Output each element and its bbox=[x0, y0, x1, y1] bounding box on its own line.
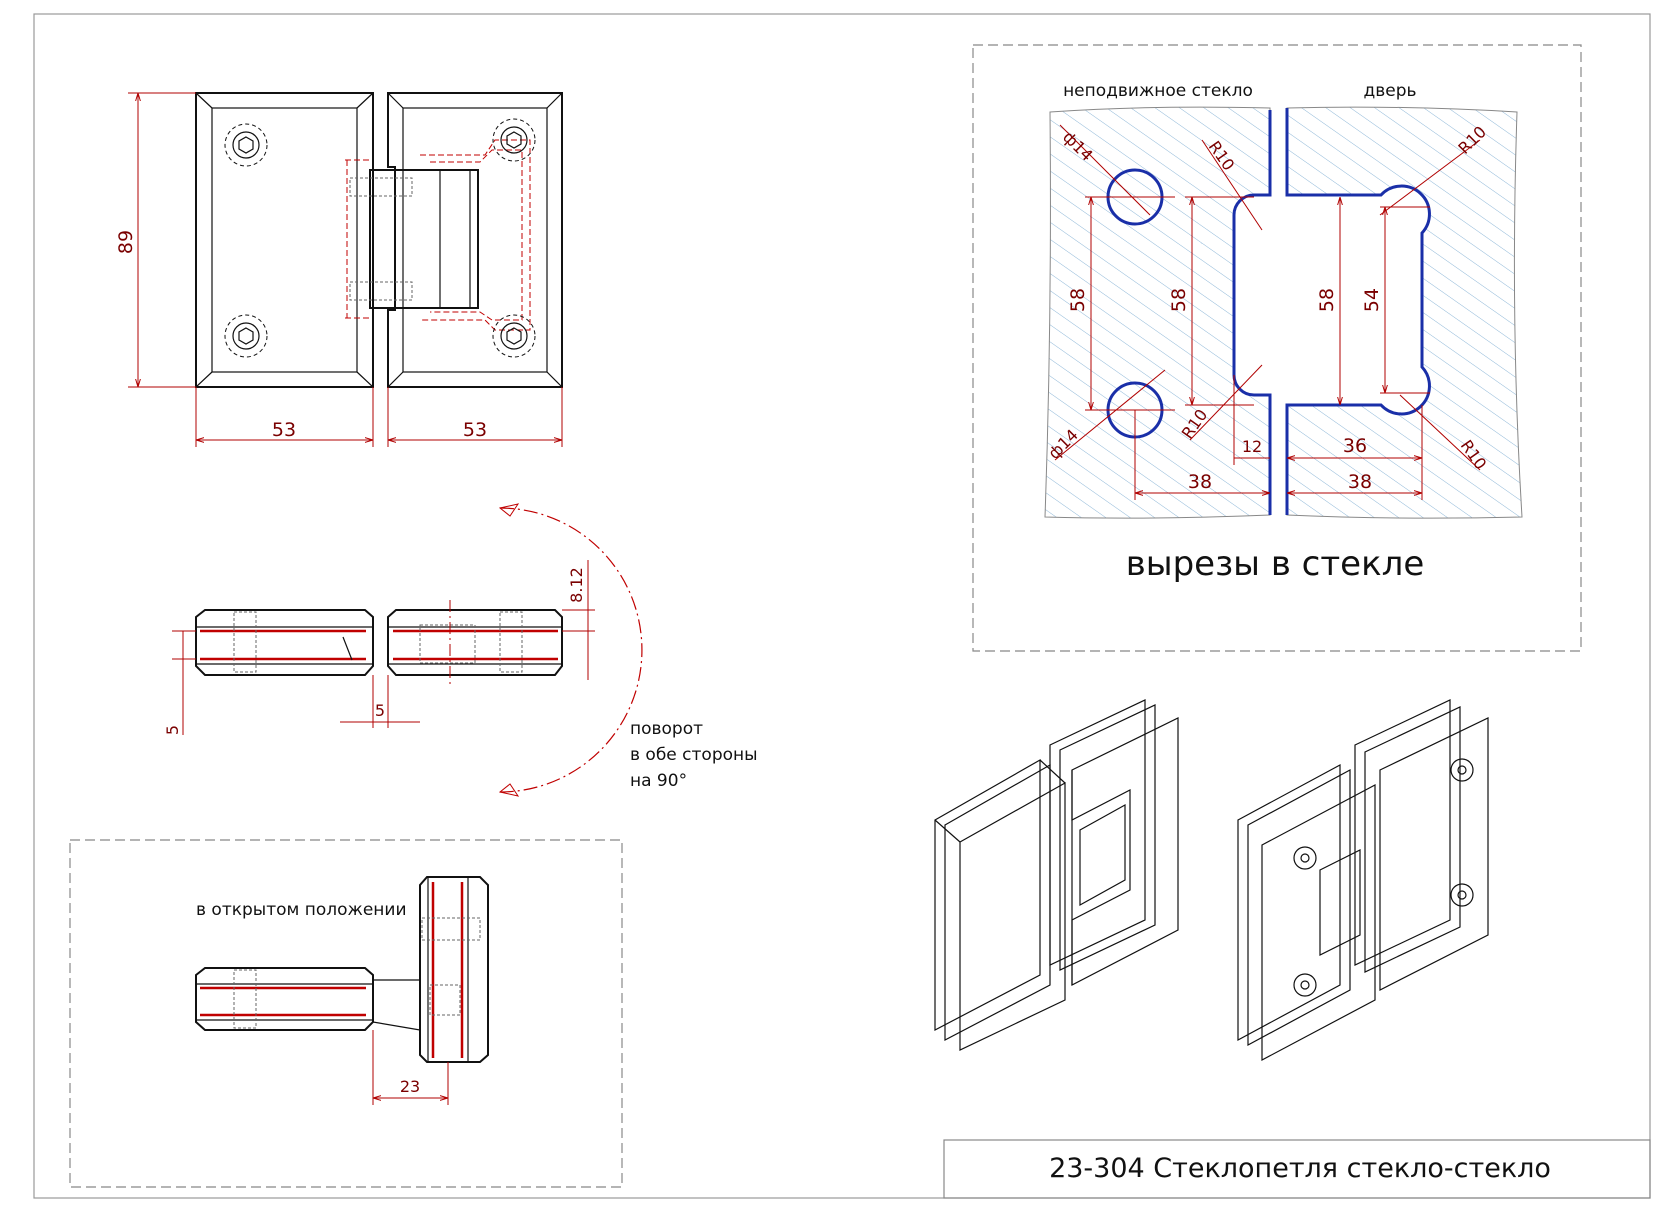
rotation-note-line3: на 90° bbox=[630, 771, 687, 791]
open-position-label: в открытом положении bbox=[196, 900, 407, 920]
top-view: 5 5 8.12 поворот в обе стороны на 90° bbox=[163, 503, 758, 797]
screw-icon bbox=[492, 314, 536, 358]
screw-icon bbox=[224, 314, 268, 358]
dim-width-left: 53 bbox=[272, 419, 296, 441]
title-block bbox=[943, 1139, 1651, 1199]
dim-height: 89 bbox=[115, 230, 137, 254]
glass-cutouts-view: неподвижное стекло дверь 58 58 58 54 38 … bbox=[972, 44, 1582, 652]
dim-54: 54 bbox=[1361, 288, 1383, 312]
cutouts-caption: вырезы в стекле bbox=[1126, 544, 1425, 584]
open-position-view: в открытом положении 23 bbox=[69, 839, 623, 1188]
dim-36: 36 bbox=[1343, 435, 1367, 457]
rotation-note-line1: поворот bbox=[630, 719, 703, 739]
dim-58-left: 58 bbox=[1168, 288, 1190, 312]
label-door: дверь bbox=[1363, 81, 1416, 101]
rotation-note-line2: в обе стороны bbox=[630, 745, 758, 765]
dim-offset-812: 8.12 bbox=[567, 567, 586, 603]
screw-icon bbox=[492, 118, 536, 162]
front-view: 89 53 53 bbox=[115, 92, 563, 447]
drawing-title: 23-304 Стеклопетля стекло-стекло bbox=[1049, 1153, 1551, 1184]
dim-gap: 5 bbox=[375, 701, 385, 720]
sheet-border bbox=[33, 13, 1651, 1199]
dim-38-right: 38 bbox=[1348, 471, 1372, 493]
dim-12: 12 bbox=[1242, 437, 1262, 456]
dim-width-right: 53 bbox=[463, 419, 487, 441]
dim-58-holes: 58 bbox=[1067, 288, 1089, 312]
dim-thickness: 5 bbox=[163, 725, 182, 735]
dim-open-offset: 23 bbox=[400, 1077, 420, 1096]
isometric-hinge-screws bbox=[1237, 699, 1489, 1061]
dim-38-left: 38 bbox=[1188, 471, 1212, 493]
screw-icon bbox=[224, 123, 268, 167]
label-fixed-glass: неподвижное стекло bbox=[1063, 81, 1253, 101]
isometric-hinge-closed bbox=[934, 699, 1179, 1051]
dim-58-right: 58 bbox=[1316, 288, 1338, 312]
